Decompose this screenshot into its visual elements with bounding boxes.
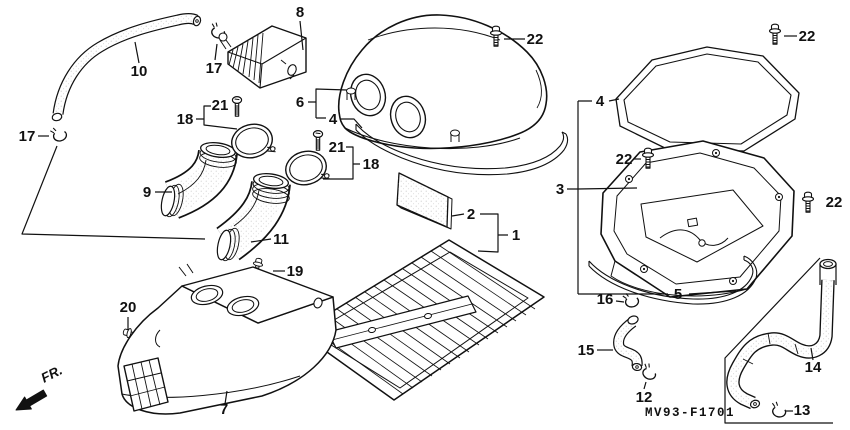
tube-clip-17-left-drawing [49, 124, 69, 144]
callout-12: 12 [636, 389, 653, 406]
callout-1: 1 [512, 227, 520, 244]
callout-3: 3 [556, 181, 564, 198]
fr-label: FR. [39, 362, 65, 385]
air-intake-duct-7-drawing [118, 264, 336, 414]
band-screw-21-right-drawing [312, 130, 324, 151]
cover-seal-4-left-drawing [356, 124, 568, 175]
air-cleaner-cover-6-drawing [339, 15, 547, 149]
inset-frame-line [725, 258, 833, 423]
diagram-code: MV93-F1701 [645, 406, 735, 420]
callout-17-left: 17 [19, 128, 36, 145]
resonator-chamber-8-drawing [219, 26, 306, 88]
callout-22-mid: 22 [616, 151, 633, 168]
filter-pad-2-drawing [397, 173, 452, 229]
callout-6: 6 [296, 94, 304, 111]
air-filter-element-1-drawing [299, 240, 544, 400]
callout-2: 2 [467, 206, 475, 223]
front-direction-marker: FR. [15, 362, 65, 411]
breather-tube-14-drawing [733, 260, 836, 409]
drain-tube-15-drawing [619, 315, 643, 371]
callout-21-left: 21 [212, 97, 229, 114]
case-seal-5-drawing [589, 256, 757, 304]
tube-clip-13-drawing [769, 400, 788, 419]
callout-17-top: 17 [206, 60, 223, 77]
callout-18-left: 18 [177, 111, 194, 128]
callout-11: 11 [273, 231, 289, 248]
band-screw-21-left-drawing [231, 95, 243, 117]
air-vent-tube-10-drawing [51, 15, 201, 121]
connecting-duct-9-drawing [159, 141, 237, 218]
callout-20: 20 [120, 299, 137, 316]
callout-22-right: 22 [826, 194, 843, 211]
callout-22-top-center: 22 [527, 31, 544, 48]
case-gasket-4-right-drawing [616, 47, 799, 151]
leader-lines [22, 21, 813, 411]
air-cleaner-case-3-drawing [601, 141, 794, 297]
callout-16: 16 [597, 291, 614, 308]
callout-9: 9 [143, 184, 151, 201]
callout-8: 8 [296, 4, 304, 21]
callout-18-right: 18 [363, 156, 380, 173]
callout-7: 7 [220, 401, 228, 418]
callout-19: 19 [287, 263, 304, 280]
callout-15: 15 [578, 342, 595, 359]
callout-4-left: 4 [329, 111, 338, 128]
callout-10: 10 [131, 63, 148, 80]
callout-21-right: 21 [329, 139, 346, 156]
cover-bolt-22-top-right-drawing [768, 23, 782, 45]
case-bolt-22-right-drawing [801, 191, 815, 213]
duct-band-18-right-drawing [281, 145, 332, 190]
callout-4-right: 4 [596, 93, 605, 110]
callout-22-top-right: 22 [799, 28, 816, 45]
callout-14: 14 [805, 359, 822, 376]
connecting-duct-11-drawing [215, 172, 290, 262]
callout-5: 5 [674, 286, 682, 303]
callout-13: 13 [794, 402, 811, 419]
